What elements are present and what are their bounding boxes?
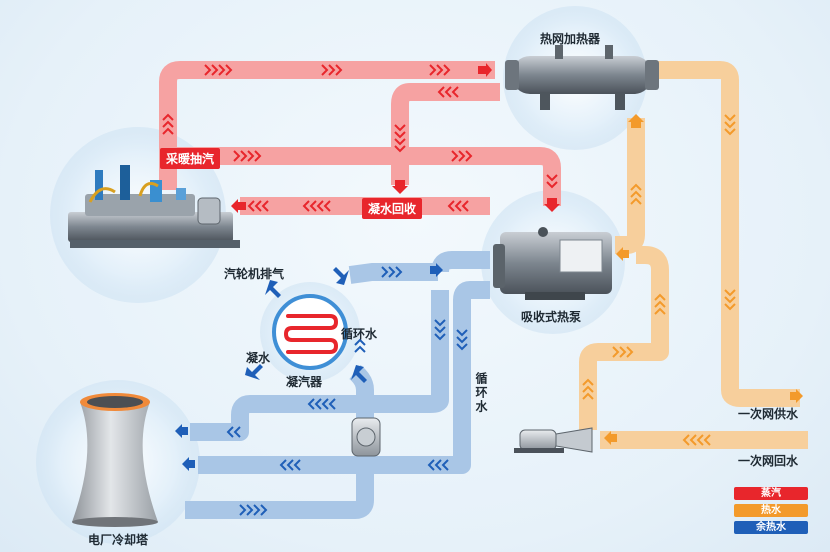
pump-to-heatpump-pipe xyxy=(579,246,669,430)
heat-network-heater-label: 热网加热器 xyxy=(540,32,601,46)
circulating-water-vertical-label: 循环水 xyxy=(474,372,488,414)
condenser-label: 凝汽器 xyxy=(286,375,323,389)
extraction-to-heater-pipe xyxy=(159,61,495,190)
circulation-pump-icon xyxy=(351,417,381,457)
heater-condensate-pipe xyxy=(391,83,500,185)
legend-hot-water: 热水 xyxy=(734,504,808,517)
steam-pipes xyxy=(159,61,561,215)
condenser-coil-icon xyxy=(272,294,348,370)
primary-supply-pipe xyxy=(655,61,800,407)
heat-exchanger-icon xyxy=(505,45,659,110)
legend-waste-heat-water: 余热水 xyxy=(734,521,808,534)
absorption-heat-pump-label: 吸收式热泵 xyxy=(521,310,582,324)
turbine-exhaust-label: 汽轮机排气 xyxy=(224,267,285,281)
hot-water-arrow-heads xyxy=(604,114,803,445)
heating-extraction-tag: 采暖抽汽 xyxy=(160,148,221,169)
water-pump-icon xyxy=(514,427,593,453)
condensate-label: 凝水 xyxy=(246,351,271,365)
heat-pump-icon xyxy=(493,227,612,300)
condensate-return-tag: 凝水回收 xyxy=(362,198,423,219)
primary-supply-water-label: 一次网供水 xyxy=(738,407,799,421)
circulating-water-label: 循环水 xyxy=(341,327,378,341)
steam-arrow-heads xyxy=(231,63,560,213)
waste-water-arrows xyxy=(226,266,468,516)
waste-water-arrow-heads xyxy=(175,263,443,471)
heatpump-to-tower-lower-pipe xyxy=(198,281,490,474)
legend: 蒸汽 热水 余热水 xyxy=(734,487,808,538)
hot-water-arrows xyxy=(582,114,736,446)
primary-return-water-label: 一次网回水 xyxy=(738,454,799,468)
steam-arrows xyxy=(162,64,558,212)
extraction-to-heatpump-pipe xyxy=(168,147,561,206)
legend-steam: 蒸汽 xyxy=(734,487,808,500)
cooling-tower-icon xyxy=(72,393,158,527)
condenser-to-heatpump-pipe xyxy=(348,263,438,284)
heatpump-to-heater-pipe xyxy=(615,118,645,254)
cooling-tower-label: 电厂冷却塔 xyxy=(88,533,149,547)
heatpump-to-tower-upper-pipe xyxy=(190,290,449,441)
steam-turbine-icon xyxy=(68,165,240,248)
